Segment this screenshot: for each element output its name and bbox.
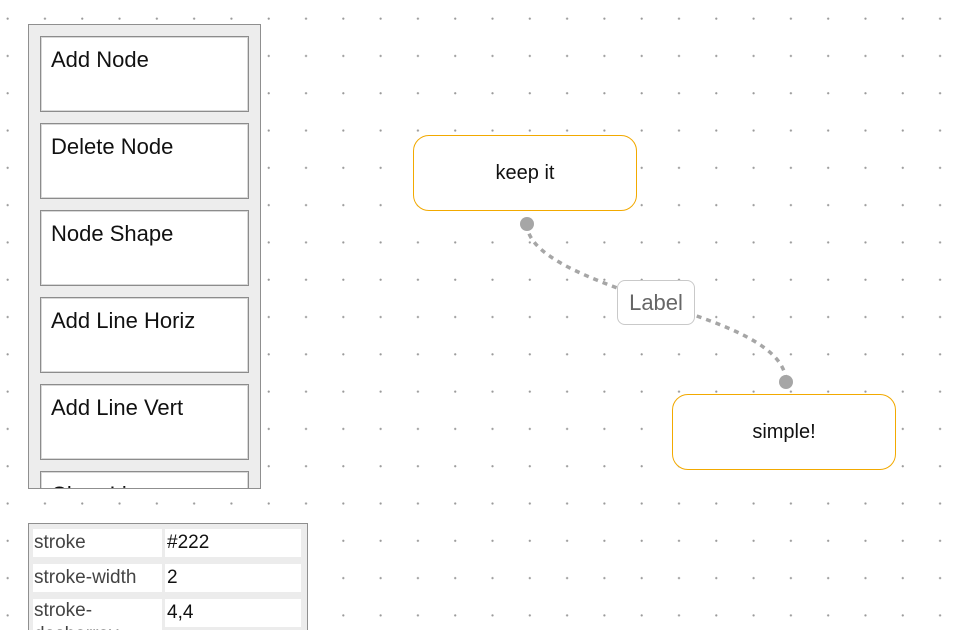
add-line-vert-button[interactable]: Add Line Vert [40, 384, 249, 460]
add-line-horiz-button[interactable]: Add Line Horiz [40, 297, 249, 373]
property-key: stroke-dasharray [33, 599, 162, 630]
property-value-input[interactable]: 4,4 [165, 599, 301, 627]
property-row-stroke-dasharray: stroke-dasharray 4,4 [33, 599, 301, 630]
node-label: keep it [495, 161, 555, 184]
node-label: simple! [752, 420, 816, 443]
edge-label-text: Label [629, 289, 683, 315]
property-value-input[interactable]: 2 [165, 564, 301, 592]
edge-target-port[interactable] [779, 375, 793, 389]
node-shape-button[interactable]: Node Shape [40, 210, 249, 286]
property-key: stroke [33, 529, 162, 557]
add-node-button[interactable]: Add Node [40, 36, 249, 112]
property-key: stroke-width [33, 564, 162, 592]
diagram-node-simple[interactable]: simple! [672, 394, 896, 470]
delete-node-button[interactable]: Delete Node [40, 123, 249, 199]
edge-label[interactable]: Label [617, 280, 695, 325]
property-row-stroke: stroke #222 [33, 529, 301, 557]
property-value-input[interactable]: #222 [165, 529, 301, 557]
edge-source-port[interactable] [520, 217, 534, 231]
toolbar-panel[interactable]: Add Node Delete Node Node Shape Add Line… [28, 24, 261, 489]
clear-lines-button[interactable]: Clear Lines [40, 471, 249, 488]
properties-panel: stroke #222 stroke-width 2 stroke-dashar… [28, 523, 308, 630]
diagram-node-keep-it[interactable]: keep it [413, 135, 637, 211]
property-row-stroke-width: stroke-width 2 [33, 564, 301, 592]
